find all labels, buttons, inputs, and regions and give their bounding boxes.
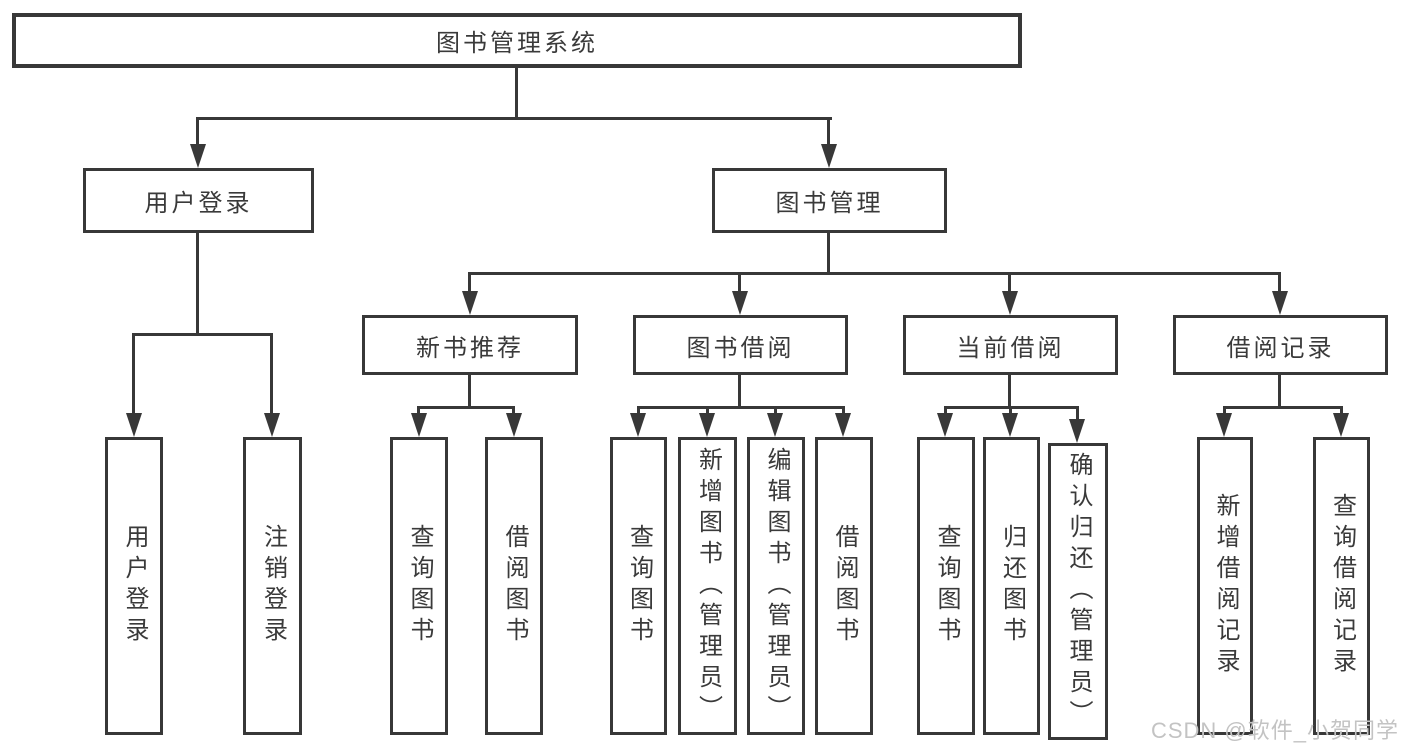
connector-line bbox=[196, 117, 832, 120]
leaf-return-book: 归还图书 bbox=[983, 437, 1040, 735]
leaf-add-borrow-record: 新增借阅记录 bbox=[1197, 437, 1253, 735]
connector-line bbox=[196, 120, 199, 152]
arrowhead-down-icon bbox=[937, 413, 953, 437]
connector-line bbox=[1223, 406, 1343, 409]
connector-line bbox=[1278, 275, 1281, 297]
node-book-management: 图书管理 bbox=[712, 168, 947, 233]
arrowhead-down-icon bbox=[699, 413, 715, 437]
connector-line bbox=[132, 336, 135, 418]
connector-line bbox=[827, 120, 830, 152]
node-current-borrow: 当前借阅 bbox=[903, 315, 1118, 375]
connector-line bbox=[827, 233, 830, 275]
leaf-logout: 注销登录 bbox=[243, 437, 302, 735]
connector-line bbox=[738, 375, 741, 408]
connector-line bbox=[468, 275, 471, 297]
node-root-library-system: 图书管理系统 bbox=[12, 13, 1022, 68]
connector-line bbox=[1340, 406, 1343, 418]
connector-line bbox=[468, 272, 1281, 275]
leaf-borrow-book-1: 借阅图书 bbox=[485, 437, 543, 735]
connector-line bbox=[738, 275, 741, 297]
connector-line bbox=[270, 336, 273, 418]
arrowhead-down-icon bbox=[1216, 413, 1232, 437]
connector-line bbox=[706, 406, 709, 418]
connector-line bbox=[132, 333, 273, 336]
leaf-borrow-book-2: 借阅图书 bbox=[815, 437, 873, 735]
connector-line bbox=[417, 406, 420, 418]
node-user-login: 用户登录 bbox=[83, 168, 314, 233]
csdn-watermark: CSDN @软件_小贺同学 bbox=[1150, 718, 1399, 743]
leaf-query-book-3: 查询图书 bbox=[917, 437, 975, 735]
arrowhead-down-icon bbox=[835, 413, 851, 437]
connector-line bbox=[774, 406, 777, 418]
arrowhead-down-icon bbox=[190, 144, 206, 168]
connector-line bbox=[1278, 375, 1281, 408]
connector-line bbox=[637, 406, 845, 409]
connector-line bbox=[1009, 406, 1012, 418]
node-book-borrow: 图书借阅 bbox=[633, 315, 848, 375]
connector-line bbox=[417, 406, 515, 409]
connector-line bbox=[1008, 275, 1011, 297]
connector-line bbox=[512, 406, 515, 418]
arrowhead-down-icon bbox=[1002, 291, 1018, 315]
leaf-user-login: 用户登录 bbox=[105, 437, 163, 735]
arrowhead-down-icon bbox=[1069, 419, 1085, 443]
leaf-query-book-2: 查询图书 bbox=[610, 437, 667, 735]
arrowhead-down-icon bbox=[732, 291, 748, 315]
connector-line bbox=[637, 406, 640, 418]
arrowhead-down-icon bbox=[264, 413, 280, 437]
connector-line bbox=[515, 68, 518, 120]
connector-line bbox=[1076, 406, 1079, 424]
connector-line bbox=[842, 406, 845, 418]
arrowhead-down-icon bbox=[1333, 413, 1349, 437]
arrowhead-down-icon bbox=[506, 413, 522, 437]
arrowhead-down-icon bbox=[1002, 413, 1018, 437]
connector-line bbox=[468, 375, 471, 408]
arrowhead-down-icon bbox=[1272, 291, 1288, 315]
connector-line bbox=[1223, 406, 1226, 418]
connector-line bbox=[944, 406, 947, 418]
arrowhead-down-icon bbox=[767, 413, 783, 437]
leaf-edit-book-admin: 编辑图书（管理员） bbox=[747, 437, 805, 735]
arrowhead-down-icon bbox=[126, 413, 142, 437]
arrowhead-down-icon bbox=[821, 144, 837, 168]
connector-line bbox=[196, 233, 199, 336]
connector-line bbox=[1008, 375, 1011, 408]
arrowhead-down-icon bbox=[462, 291, 478, 315]
arrowhead-down-icon bbox=[411, 413, 427, 437]
node-borrow-record: 借阅记录 bbox=[1173, 315, 1388, 375]
node-new-book-recommend: 新书推荐 bbox=[362, 315, 578, 375]
leaf-confirm-return-admin: 确认归还（管理员） bbox=[1048, 443, 1108, 740]
arrowhead-down-icon bbox=[630, 413, 646, 437]
leaf-query-book-1: 查询图书 bbox=[390, 437, 448, 735]
leaf-query-borrow-record: 查询借阅记录 bbox=[1313, 437, 1370, 735]
leaf-add-book-admin: 新增图书（管理员） bbox=[678, 437, 737, 735]
